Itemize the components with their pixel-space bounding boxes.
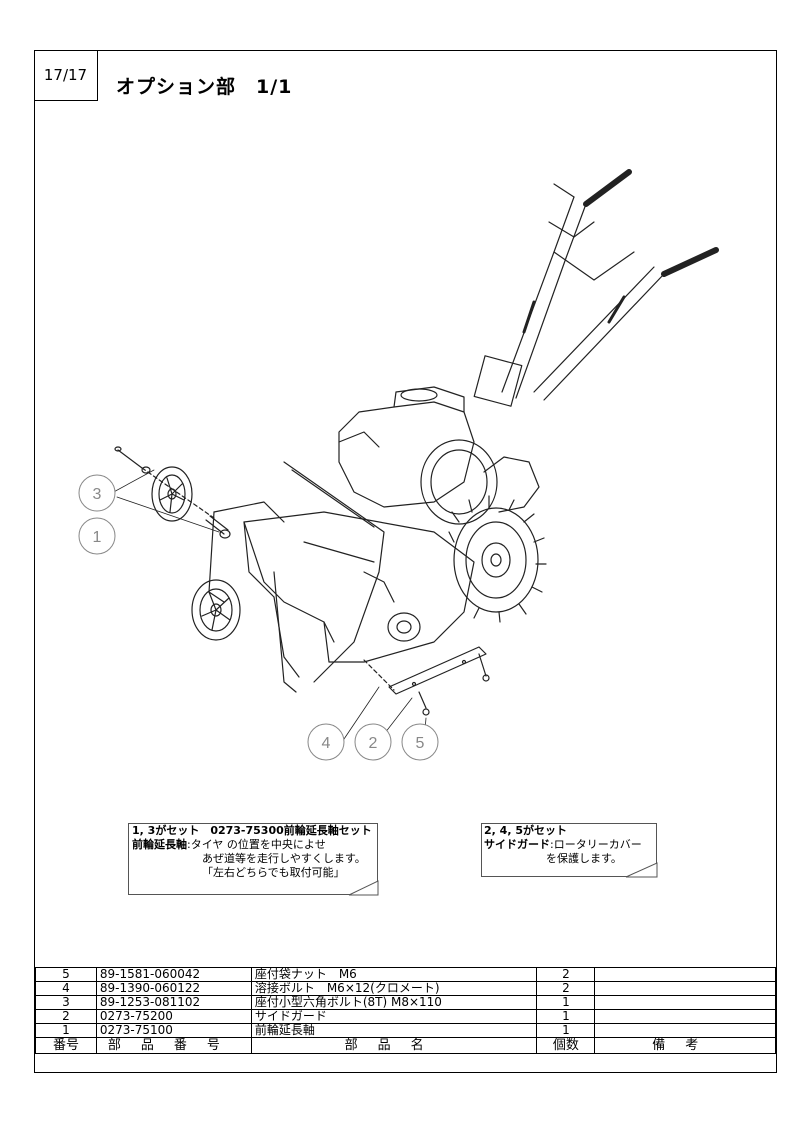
note-left-box <box>128 823 378 895</box>
callout-3 <box>78 474 116 512</box>
header-part-number: 部品番号 <box>95 1037 252 1054</box>
cell-qty: 1 <box>536 995 596 1010</box>
note-right-line3: を保護します。 <box>546 852 622 865</box>
callout-3-label: 3 <box>93 486 102 503</box>
note-right-line1: 2, 4, 5がセット <box>484 824 567 837</box>
cell-part-name: 溶接ボルト M6×12(クロメート) <box>250 981 538 996</box>
cell-qty: 2 <box>536 981 596 996</box>
cell-part-number: 89-1253-081102 <box>95 995 252 1010</box>
cell-no: 2 <box>35 1009 97 1024</box>
page-frame <box>34 50 777 1073</box>
cell-qty: 1 <box>536 1023 596 1038</box>
cell-part-name: サイドガード <box>250 1009 538 1024</box>
page-number: 17/17 <box>34 50 98 101</box>
engine-block <box>338 386 540 525</box>
cell-part-name: 座付袋ナット M6 <box>250 967 538 982</box>
cell-part-number: 0273-75100 <box>95 1023 252 1038</box>
table-row: 5 89-1581-060042 座付袋ナット M6 2 <box>35 967 776 982</box>
tiller-wheel <box>448 495 547 623</box>
table-header-row: 番号 部品番号 部品名 個数 備考 <box>35 1037 776 1054</box>
note-right: 2, 4, 5がセット サイドガード:ロータリーカバー を保護します。 <box>484 824 642 866</box>
header-part-name: 部品名 <box>250 1037 538 1054</box>
table-row: 2 0273-75200 サイドガード 1 <box>35 1009 776 1024</box>
cell-qty: 2 <box>536 967 596 982</box>
cell-part-number: 89-1581-060042 <box>95 967 252 982</box>
note-left-line1: 1, 3がセット 0273-75300前輪延長軸セット <box>132 824 372 837</box>
exploded-bolt <box>114 446 215 519</box>
handlebar-assembly <box>473 169 719 407</box>
callout-4 <box>307 723 345 761</box>
callout-4-label: 4 <box>322 735 331 752</box>
cell-no: 3 <box>35 995 97 1010</box>
callout-2-label: 2 <box>369 735 378 752</box>
side-guard <box>363 646 490 716</box>
leader-lines <box>109 469 427 743</box>
callout-1-label: 1 <box>93 529 102 546</box>
note-right-box <box>481 823 657 877</box>
table-row: 4 89-1390-060122 溶接ボルト M6×12(クロメート) 2 <box>35 981 776 996</box>
exploded-view-drawing: 3 1 4 2 5 <box>78 169 719 761</box>
note-left-line2: 前輪延長軸:タイヤ の位置を中央によせ <box>132 838 326 851</box>
callout-1 <box>78 517 116 555</box>
callout-2 <box>354 723 392 761</box>
cell-no: 1 <box>35 1023 97 1038</box>
table-row: 3 89-1253-081102 座付小型六角ボルト(8T) M8×110 1 <box>35 995 776 1010</box>
cell-no: 4 <box>35 981 97 996</box>
note-left: 1, 3がセット 0273-75300前輪延長軸セット 前輪延長軸:タイヤ の位… <box>132 824 372 880</box>
rotary-cover <box>243 511 475 678</box>
cell-remarks <box>594 981 776 996</box>
page-title: オプション部 1/1 <box>116 76 293 98</box>
parts-table: 5 89-1581-060042 座付袋ナット M6 2 4 89-1390-0… <box>35 967 776 1054</box>
cell-part-number: 89-1390-060122 <box>95 981 252 996</box>
note-left-fold <box>348 880 379 896</box>
callout-5-label: 5 <box>416 735 425 752</box>
cell-remarks <box>594 995 776 1010</box>
cell-remarks <box>594 1023 776 1038</box>
note-left-line4: 「左右どちらでも取付可能」 <box>202 866 345 879</box>
callout-5 <box>401 723 439 761</box>
front-guard-frame <box>208 461 385 693</box>
note-left-line3: あぜ道等を走行しやすくします。 <box>202 852 366 865</box>
cell-qty: 1 <box>536 1009 596 1024</box>
cell-remarks <box>594 1009 776 1024</box>
note-right-fold <box>625 862 658 878</box>
note-right-line2: サイドガード:ロータリーカバー <box>484 838 642 851</box>
cell-part-number: 0273-75200 <box>95 1009 252 1024</box>
left-wheel <box>191 579 241 641</box>
cell-part-name: 前輪延長軸 <box>250 1023 538 1038</box>
cell-part-name: 座付小型六角ボルト(8T) M8×110 <box>250 995 538 1010</box>
header-qty: 個数 <box>536 1037 596 1054</box>
header-remarks: 備考 <box>594 1037 776 1054</box>
table-row: 1 0273-75100 前輪延長軸 1 <box>35 1023 776 1038</box>
header-no: 番号 <box>35 1037 97 1054</box>
cell-remarks <box>594 967 776 982</box>
cell-no: 5 <box>35 967 97 982</box>
